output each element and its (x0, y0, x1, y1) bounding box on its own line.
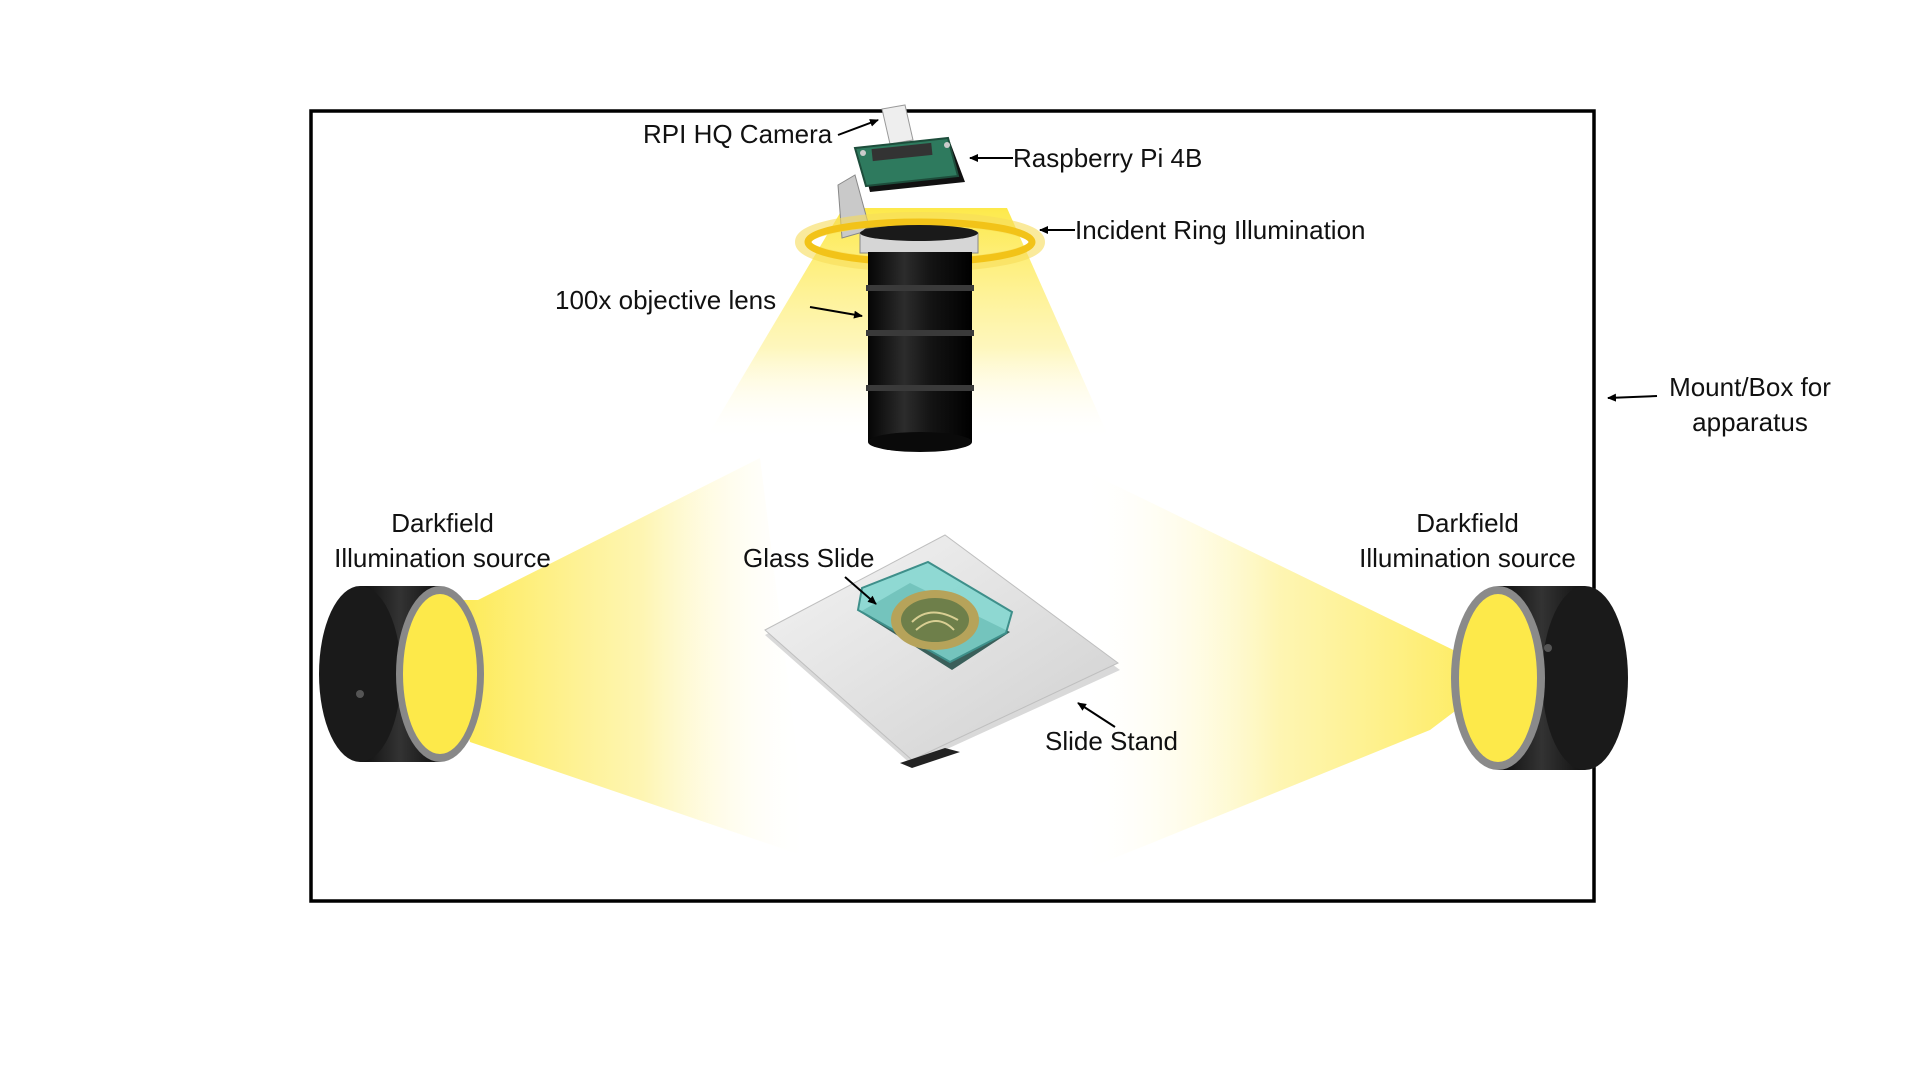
objective-lens (866, 252, 974, 452)
arrow-glass-slide (844, 576, 877, 605)
label-rpi-hq-camera: RPI HQ Camera (643, 119, 833, 149)
right-darkfield-beam (1080, 468, 1520, 872)
label-darkfield-left: Darkfield Illumination source (320, 506, 565, 576)
label-slide-stand: Slide Stand (1045, 726, 1178, 756)
left-darkfield-beam (440, 458, 810, 858)
darkfield-ring-right (1451, 586, 1628, 770)
glass-slide (856, 560, 1014, 670)
label-mount-box-line1: Mount/Box for (1669, 372, 1831, 402)
arrow-slide-stand (1077, 702, 1116, 728)
arrow-mount-box (1607, 393, 1658, 402)
label-darkfield-left-line2: Illumination source (334, 543, 551, 573)
label-darkfield-right: Darkfield Illumination source (1345, 506, 1590, 576)
mount-box (309, 109, 1596, 903)
label-glass-slide: Glass Slide (743, 543, 875, 573)
label-darkfield-left-line1: Darkfield (391, 508, 494, 538)
annotation-arrows (809, 119, 1658, 728)
label-ring-illumination: Incident Ring Illumination (1075, 215, 1366, 245)
arrow-objective-lens (809, 306, 863, 319)
label-objective-lens: 100x objective lens (555, 285, 777, 315)
label-raspberry-pi: Raspberry Pi 4B (1013, 143, 1203, 173)
darkfield-ring-left (319, 586, 484, 762)
label-darkfield-right-line1: Darkfield (1416, 508, 1519, 538)
label-mount-box-line2: apparatus (1692, 407, 1808, 437)
arrow-rpi-hq-camera (837, 119, 879, 136)
label-darkfield-right-line2: Illumination source (1359, 543, 1576, 573)
label-mount-box: Mount/Box for apparatus (1655, 370, 1845, 440)
